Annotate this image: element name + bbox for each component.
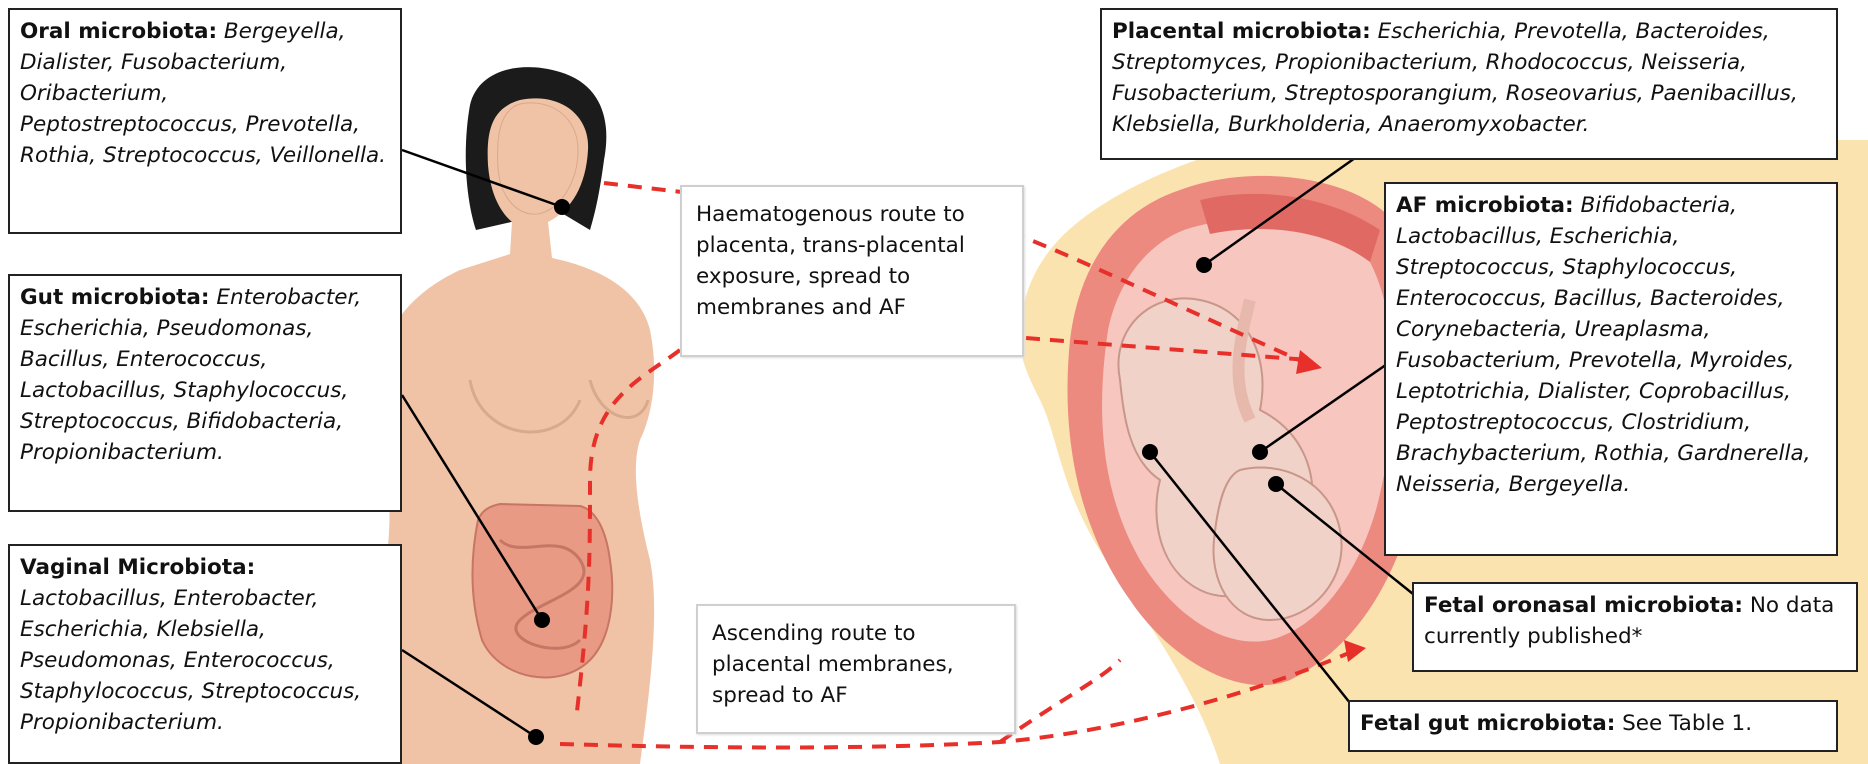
haematogenous-route-text: Haematogenous route to placenta, trans-p… bbox=[696, 202, 965, 320]
ascending-route-text: Ascending route to placental membranes, … bbox=[712, 621, 954, 708]
oral-microbiota-box: Oral microbiota: Bergeyella, Dialister, … bbox=[8, 8, 402, 234]
fetal-gut-dot bbox=[1142, 444, 1158, 460]
af-microbiota-box: AF microbiota: Bifidobacteria, Lactobaci… bbox=[1384, 182, 1838, 556]
fetal-gut-microbiota-box: Fetal gut microbiota: See Table 1. bbox=[1348, 700, 1838, 752]
af-microbiota-title: AF microbiota: bbox=[1396, 193, 1574, 218]
fetal-gut-title: Fetal gut microbiota: bbox=[1360, 711, 1615, 736]
gut-dot bbox=[534, 612, 550, 628]
vaginal-dot bbox=[528, 729, 544, 745]
haematogenous-route-box: Haematogenous route to placenta, trans-p… bbox=[680, 185, 1024, 357]
vaginal-microbiota-box: Vaginal Microbiota: Lactobacillus, Enter… bbox=[8, 544, 402, 764]
oral-dot bbox=[554, 199, 570, 215]
af-dot bbox=[1252, 444, 1268, 460]
fetal-oronasal-title: Fetal oronasal microbiota: bbox=[1424, 593, 1743, 618]
af-microbiota-list: Bifidobacteria, Lactobacillus, Escherich… bbox=[1396, 193, 1810, 497]
gut-microbiota-list: Enterobacter, Escherichia, Pseudomonas, … bbox=[20, 285, 361, 465]
fetal-gut-note: See Table 1. bbox=[1622, 711, 1752, 736]
gut-microbiota-title: Gut microbiota: bbox=[20, 285, 210, 310]
fetal-oronasal-dot bbox=[1268, 476, 1284, 492]
oral-microbiota-title: Oral microbiota: bbox=[20, 19, 217, 44]
gut-microbiota-box: Gut microbiota: Enterobacter, Escherichi… bbox=[8, 274, 402, 512]
placental-microbiota-title: Placental microbiota: bbox=[1112, 19, 1371, 44]
placental-dot bbox=[1196, 257, 1212, 273]
placental-microbiota-box: Placental microbiota: Escherichia, Prevo… bbox=[1100, 8, 1838, 160]
ascending-dash-up bbox=[1000, 660, 1120, 742]
ascending-route-box: Ascending route to placental membranes, … bbox=[696, 604, 1016, 734]
vaginal-microbiota-title: Vaginal Microbiota: bbox=[20, 555, 255, 580]
haematogenous-dash-1 bbox=[604, 183, 682, 192]
vaginal-microbiota-list: Lactobacillus, Enterobacter, Escherichia… bbox=[20, 586, 361, 735]
fetal-oronasal-microbiota-box: Fetal oronasal microbiota: No data curre… bbox=[1412, 582, 1858, 672]
